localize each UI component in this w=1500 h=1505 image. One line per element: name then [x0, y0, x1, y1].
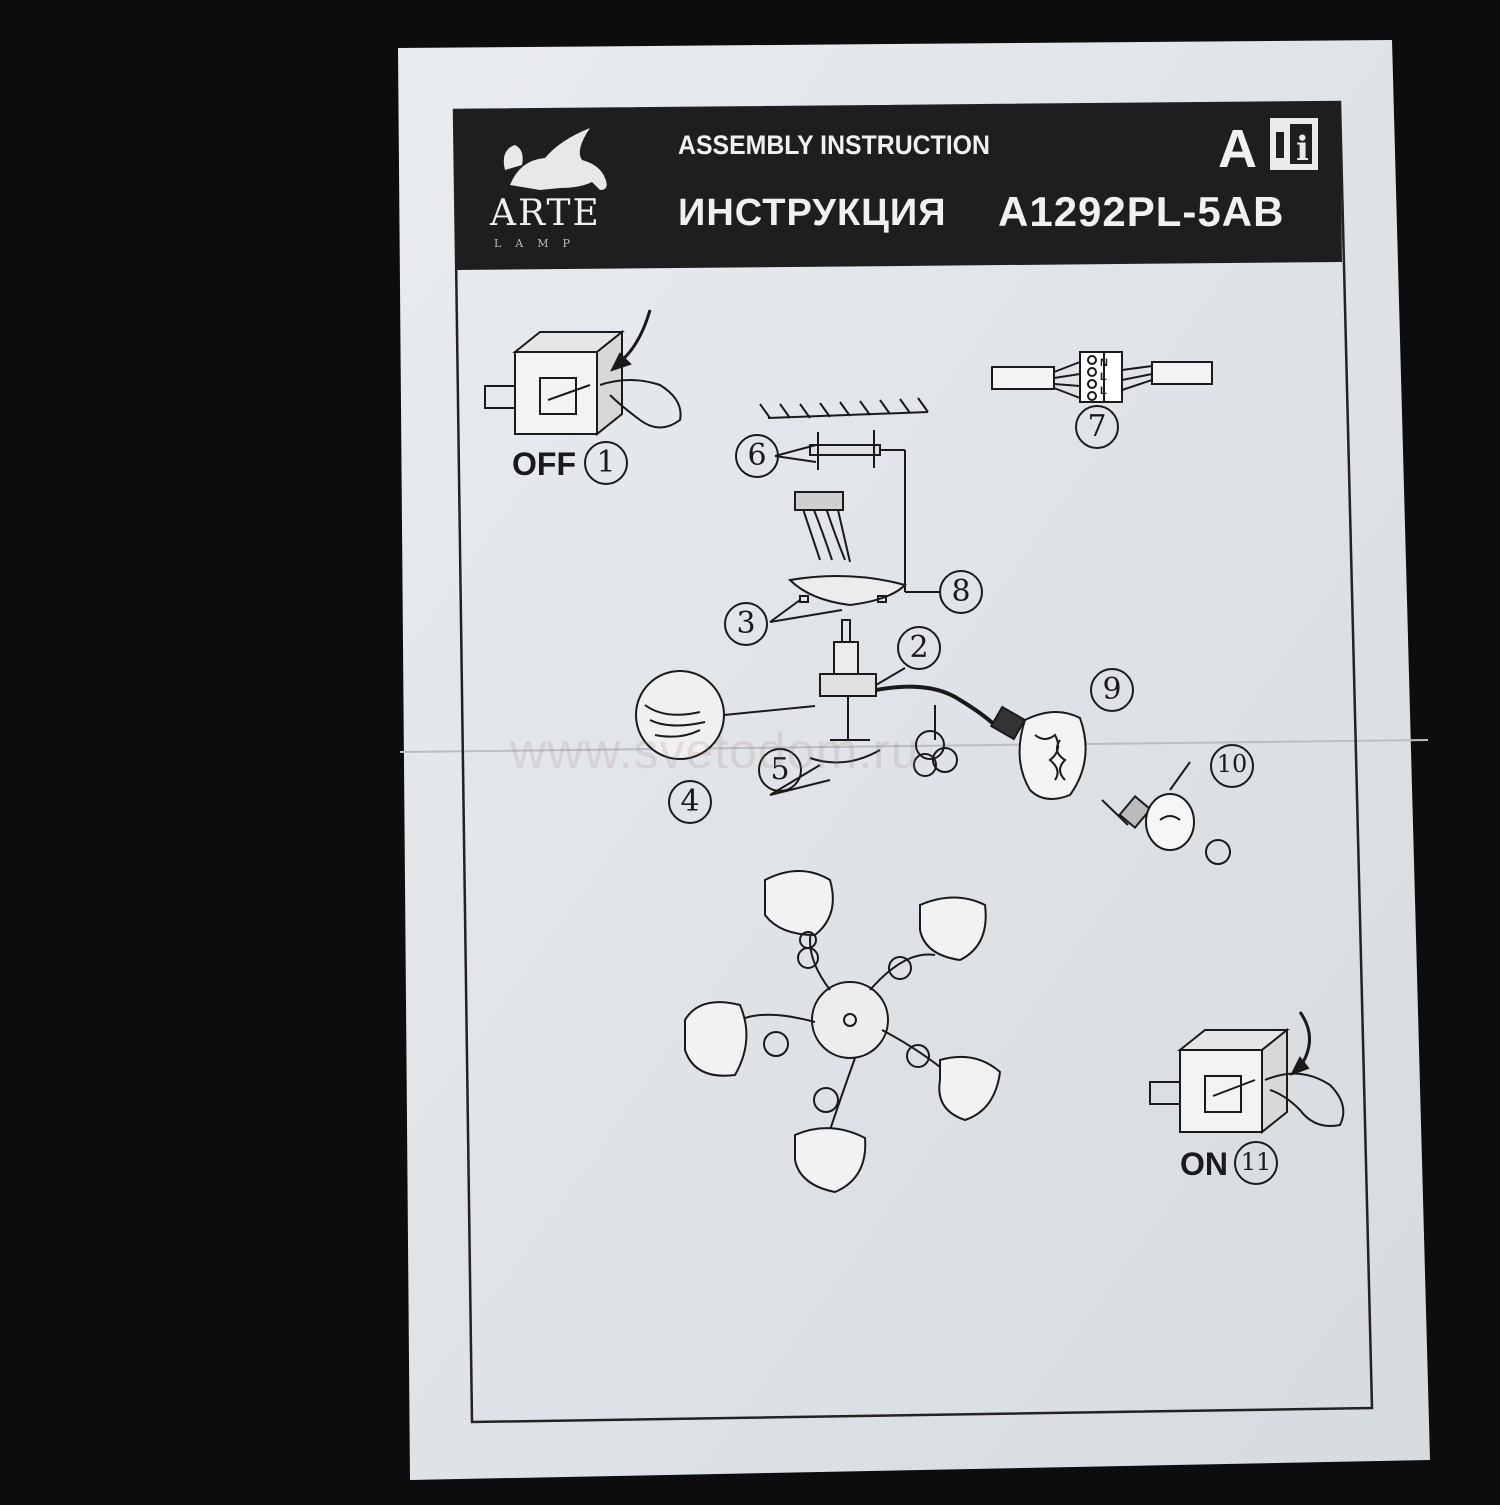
logo-word: ARTE — [490, 193, 601, 234]
step-number-10: 10 — [1216, 750, 1248, 778]
glass-shade-illustration — [1018, 711, 1087, 800]
logo-subtitle: LAMP — [494, 237, 584, 250]
title-english: ASSEMBLY INSTRUCTION — [678, 130, 990, 160]
step-number-2: 2 — [909, 630, 929, 665]
step-number-11: 11 — [1240, 1148, 1272, 1176]
step-number-3: 3 — [736, 606, 756, 641]
model-number: A1292PL-5AB — [998, 188, 1285, 235]
step-number-circles — [584, 405, 1278, 1185]
doc-letter: A — [1218, 119, 1257, 179]
off-label: OFF — [512, 446, 576, 482]
assembled-chandelier-illustration — [684, 870, 1002, 1194]
title-russian: ИНСТРУКЦИЯ — [678, 192, 947, 234]
connector-marks: N L L — [1100, 357, 1108, 397]
canopy-and-wires-illustration — [769, 491, 907, 623]
fold-line — [399, 739, 1429, 753]
winged-lion-logo-icon — [503, 128, 607, 190]
svg-text:i: i — [1296, 129, 1309, 169]
step-number-7: 7 — [1087, 409, 1107, 444]
paper-sheet — [398, 40, 1430, 1480]
step-number-5: 5 — [770, 752, 790, 787]
lamp-body-illustration — [635, 619, 1027, 796]
step-number-9: 9 — [1102, 672, 1122, 707]
step-number-1: 1 — [596, 445, 616, 480]
switch-off-illustration — [484, 309, 682, 437]
step-number-4: 4 — [680, 784, 700, 819]
header-bar — [454, 102, 1342, 270]
book-info-icon: i — [1270, 118, 1318, 170]
switch-on-illustration — [1149, 1011, 1345, 1135]
terminal-connector-illustration — [991, 351, 1213, 403]
on-label: ON — [1180, 1146, 1228, 1182]
step-number-6: 6 — [747, 438, 767, 473]
ceiling-mount-illustration — [759, 397, 940, 593]
step-number-8: 8 — [951, 574, 971, 609]
light-bulb-illustration — [1101, 761, 1231, 865]
page-frame — [452, 100, 1374, 1424]
watermark: www.svetodom.ru — [510, 723, 920, 779]
